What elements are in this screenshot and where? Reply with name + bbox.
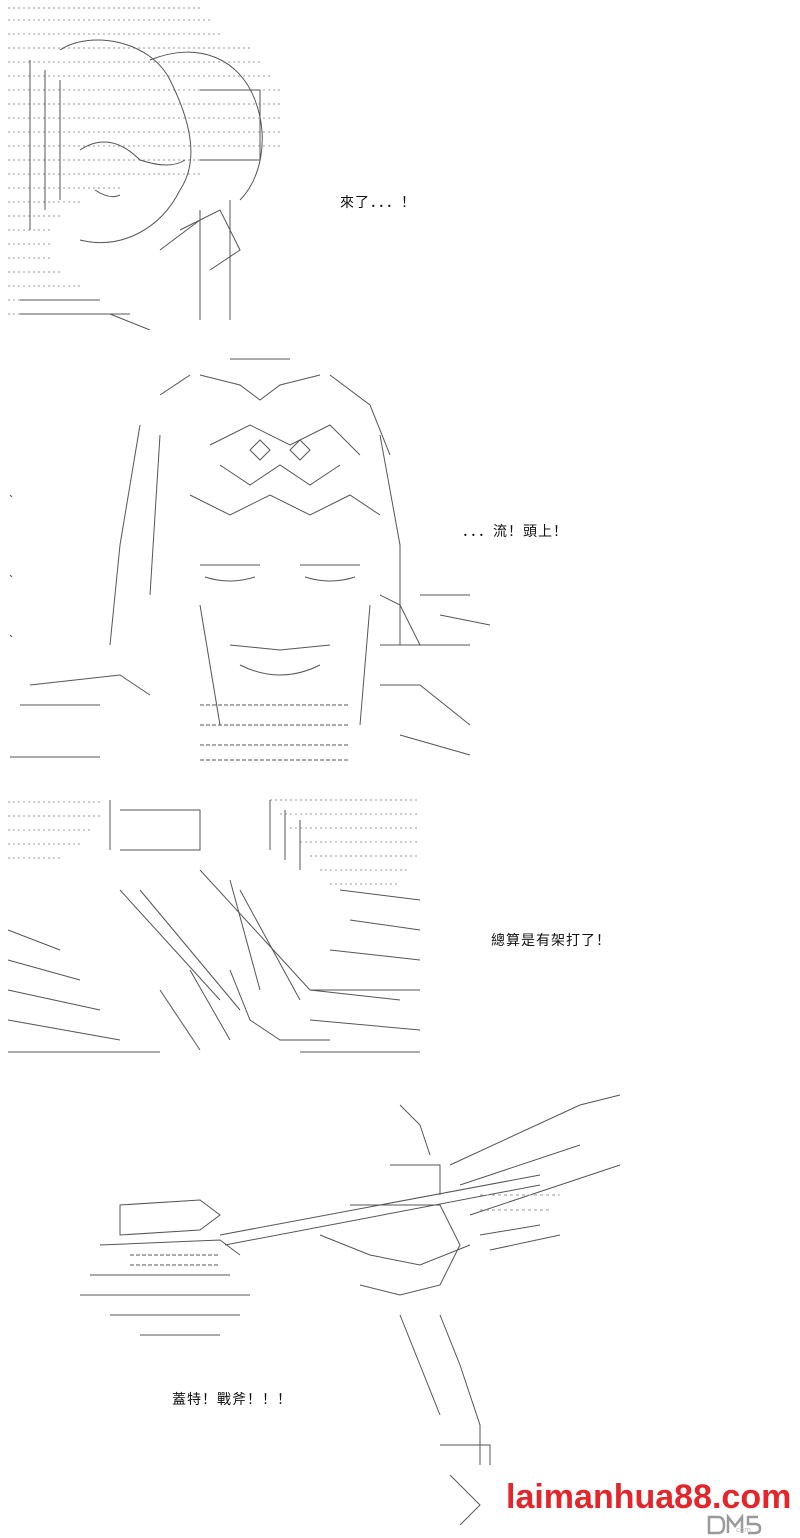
- getter-tomahawk-art: [80, 1094, 621, 1525]
- fist-clash-art: [7, 799, 421, 1053]
- dm5-logo-suffix: com: [736, 1526, 751, 1534]
- panel-4: 蓋特！戰斧！！！: [0, 1085, 800, 1538]
- character-helmet-art: [9, 358, 491, 761]
- panel-4-ascii-art: [20, 1085, 660, 1525]
- panel-2-ascii-art: [0, 345, 500, 775]
- panel-3-caption: 總算是有架打了！: [491, 933, 611, 949]
- panel-2: ．．．流！頭上！: [0, 345, 800, 775]
- panel-3-ascii-art: [0, 790, 440, 1070]
- panel-4-caption: 蓋特！戰斧！！！: [172, 1392, 292, 1408]
- dm5-logo-icon: [707, 1514, 762, 1535]
- panel-1-caption: 來了．．．！: [340, 195, 416, 211]
- panel-1: 來了．．．！: [0, 0, 800, 335]
- panel-3: 總算是有架打了！: [0, 790, 800, 1070]
- panel-1-ascii-art: [0, 0, 290, 330]
- character-face-art: [8, 7, 280, 330]
- panel-2-caption: ．．．流！頭上！: [462, 524, 568, 540]
- site-watermark: laimanhua88.com: [506, 1478, 792, 1516]
